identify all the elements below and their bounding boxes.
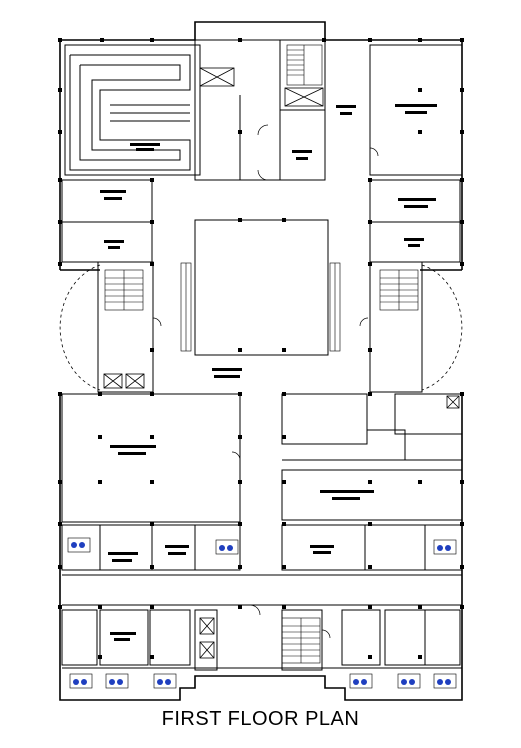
stairs [104, 44, 419, 664]
workstation-icon [437, 679, 451, 685]
lift-cross-icon-top-right [284, 87, 324, 107]
escalator-icon-right [329, 262, 341, 352]
outer-walls [59, 21, 463, 701]
workstation-icon [71, 542, 85, 548]
door-swing-icon [231, 451, 241, 461]
lift-cross-icon-right [446, 395, 460, 409]
staircase-icon-bottom [281, 617, 321, 664]
lift-cross-icon-mid-left [103, 373, 145, 389]
staircase-icon-left [104, 269, 144, 311]
door-swing-icon [369, 147, 379, 157]
workstation-icon [437, 545, 451, 551]
door-swing-icon [249, 604, 261, 616]
workstation-desks [67, 537, 457, 689]
lift-cross-icon-bottom [199, 617, 215, 659]
inner-walls [61, 39, 463, 393]
door-swing-icon [152, 317, 162, 327]
escalator-icon-left [180, 262, 192, 352]
workstation-icon [157, 679, 171, 685]
workstation-icon [401, 679, 415, 685]
room-labels [100, 104, 437, 641]
doors [152, 124, 379, 639]
lifts [103, 67, 460, 659]
drawing-title: FIRST FLOOR PLAN [161, 708, 360, 730]
workstation-icon [73, 679, 87, 685]
staircase-icon-top [286, 44, 323, 86]
door-swing-icon [257, 169, 269, 181]
lower-rooms [61, 393, 463, 671]
columns [58, 38, 464, 659]
lift-cross-icon-top-left [199, 67, 235, 87]
door-swing-icon [321, 629, 331, 639]
workstation-icon [109, 679, 123, 685]
workstation-icon [353, 679, 367, 685]
dashed-arcs [59, 264, 463, 391]
door-swing-icon [257, 124, 269, 136]
workstation-icon [219, 545, 233, 551]
door-swing-icon [359, 317, 369, 327]
workstations [67, 537, 457, 689]
staircase-icon-right [379, 269, 419, 311]
